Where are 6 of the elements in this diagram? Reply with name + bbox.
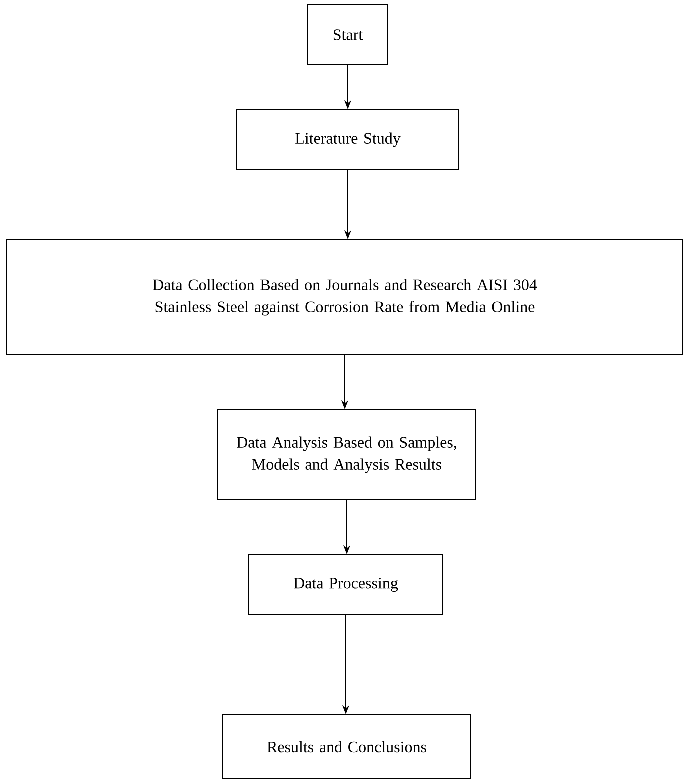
- process-box: Data Analysis Based on Samples, Models and Analysis Results: [218, 410, 476, 500]
- process-box: Data Processing: [248, 554, 444, 616]
- process-box: Literature Study: [236, 110, 460, 170]
- process-box: Start: [308, 4, 388, 66]
- process-box: Results and Conclusions: [222, 714, 472, 780]
- process-box: Data Collection Based on Journals and Research AISI 304 Stainless Steel against Corrosion Rate from Media Online: [6, 240, 684, 356]
